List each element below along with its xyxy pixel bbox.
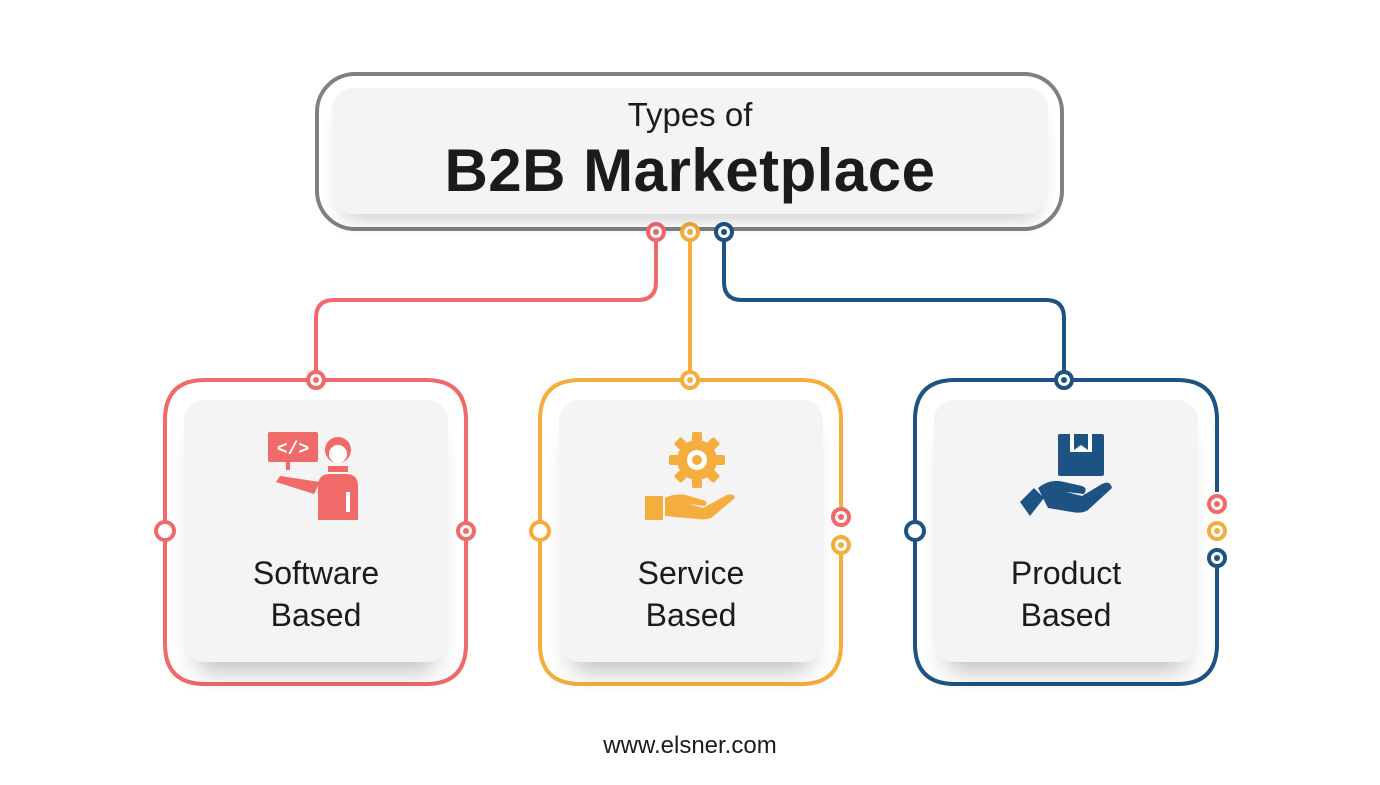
card-label-service: Service Based — [637, 555, 745, 633]
svg-text:</>: </> — [277, 440, 309, 460]
node-service-left — [529, 520, 551, 542]
connector-nodes — [154, 222, 1227, 568]
page-title: B2B Marketplace — [444, 137, 936, 204]
card-product-based: Product Based — [934, 400, 1198, 662]
card-label-product: Product Based — [1010, 555, 1122, 633]
footer-url[interactable]: www.elsner.com — [603, 732, 777, 759]
connector-product — [722, 232, 1066, 380]
title-card: Types of B2B Marketplace — [332, 88, 1048, 214]
card-software-based: </> Software Based — [184, 400, 448, 662]
title-line1: Types of — [627, 96, 753, 133]
node-product-left — [904, 520, 926, 542]
connector-software — [314, 232, 658, 380]
developer-presenting-code-icon: </> — [268, 432, 358, 520]
node-software-left — [154, 520, 176, 542]
box-on-hand-icon — [1020, 434, 1112, 516]
gear-on-hand-icon — [645, 432, 735, 520]
card-service-based: Service Based — [559, 400, 823, 662]
card-label-software: Software Based — [252, 555, 380, 633]
